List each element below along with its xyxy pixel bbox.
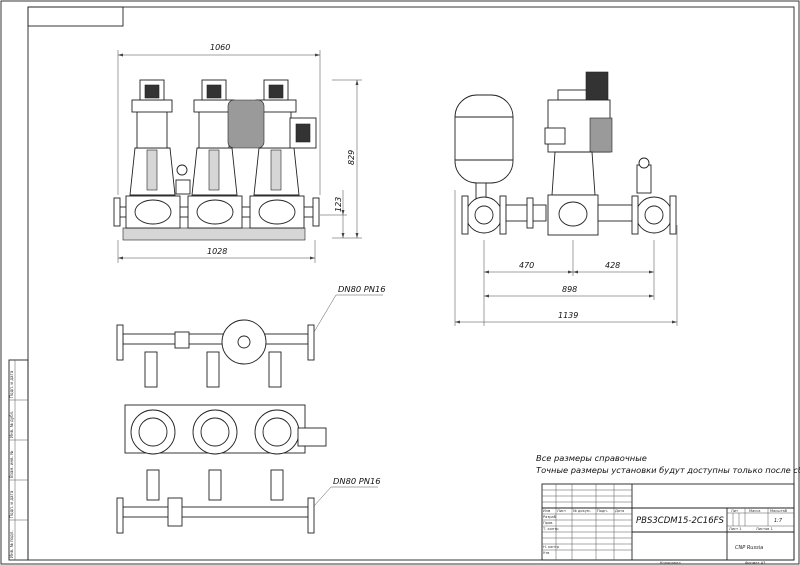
dim-1060: 1060 <box>210 43 230 52</box>
title-block: Изм Лист № докум. Подп. Дата Разраб Пров… <box>541 483 795 561</box>
note-line-2: Точные размеры установки будут доступны … <box>536 465 800 475</box>
plan-view: DN80 PN16 DN80 PN16 <box>116 284 386 534</box>
tb-utv: Утв <box>543 551 549 555</box>
tb-scale: Масштаб <box>770 509 788 513</box>
tb-tkontr: Т. контр <box>542 527 559 531</box>
tb-copied: Копировал <box>660 561 681 565</box>
tb-scale-value: 1:7 <box>774 518 783 524</box>
tb-lit: Лит <box>731 509 738 513</box>
tb-date: Дата <box>615 509 624 513</box>
dim-1139: 1139 <box>558 311 578 320</box>
side-view: 470 428 898 1139 <box>454 71 678 326</box>
tb-izm: Изм <box>543 509 551 513</box>
label-dn80-top: DN80 PN16 <box>338 284 386 294</box>
front-view: 1060 829 123 1028 <box>113 43 362 263</box>
dim-123: 123 <box>334 197 343 212</box>
dim-428: 428 <box>605 261 620 270</box>
tb-sheet: Лист 1 <box>729 527 742 531</box>
side-strip-cell-1: Инв. № подл. <box>9 530 14 558</box>
sheet-inner-frame <box>27 6 795 561</box>
tb-designation: PBS3CDM15-2C16FS <box>636 516 725 526</box>
tb-nkontr: Н. контр <box>543 545 560 549</box>
tb-mass: Масса <box>749 509 760 513</box>
dim-829: 829 <box>347 150 356 165</box>
side-strip-cell-3: Взам. инв. № <box>9 451 14 478</box>
tb-sign: Подп. <box>597 509 608 513</box>
side-strip-cell-2: Подп. и дата <box>9 490 14 518</box>
tb-razrab: Разраб <box>543 515 557 519</box>
side-strip: Инв. № подл. Подп. и дата Взам. инв. № И… <box>8 359 29 561</box>
side-strip-cell-4: Инв. № дубл. <box>9 411 14 438</box>
corner-stamp-box <box>27 6 124 27</box>
dim-1028: 1028 <box>207 247 227 256</box>
tb-sheets: Листов 1 <box>756 527 773 531</box>
tb-list: Лист <box>557 509 566 513</box>
dim-470: 470 <box>519 261 534 270</box>
tb-company: CNP Russia <box>735 545 763 551</box>
label-dn80-bottom: DN80 PN16 <box>333 476 381 486</box>
tb-format: Формат A3 <box>745 561 765 565</box>
tb-doc: № докум. <box>573 509 591 513</box>
dim-898: 898 <box>562 285 577 294</box>
side-strip-cell-5: Подп. и дата <box>9 370 14 398</box>
tb-prover: Пров. <box>543 521 553 525</box>
note-line-1: Все размеры справочные <box>536 453 647 463</box>
